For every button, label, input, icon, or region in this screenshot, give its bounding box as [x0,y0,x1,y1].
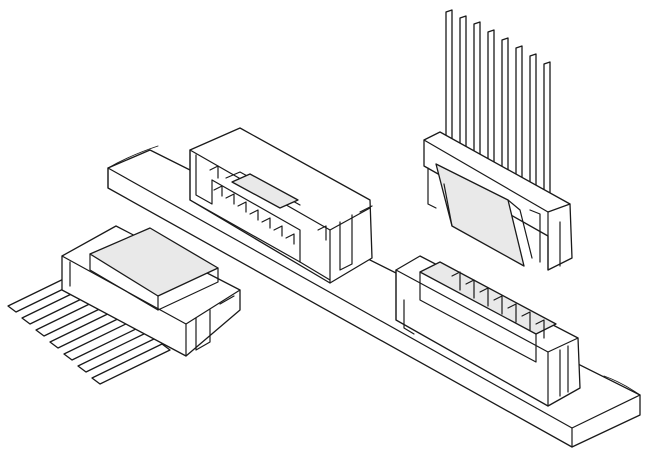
vertical-receptacle [395,255,581,407]
header-pins [445,9,551,211]
header-contacts [213,185,295,245]
cable-plug-housing [7,225,241,385]
right-angle-header [189,127,373,284]
receptacle-contacts [451,271,545,339]
vertical-header [423,9,573,271]
